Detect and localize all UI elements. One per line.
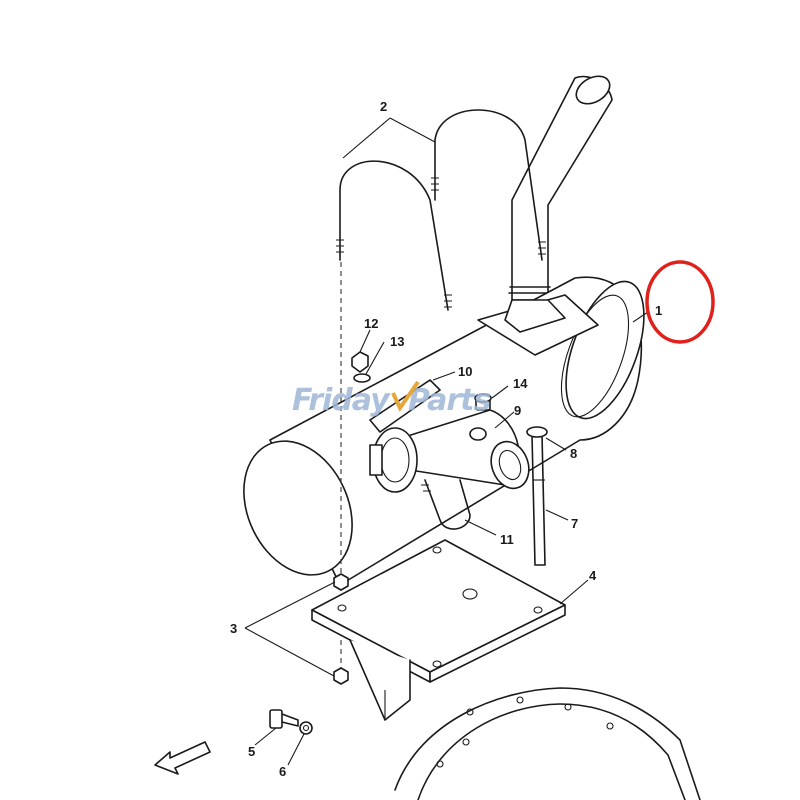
callout-5: 5	[248, 744, 255, 759]
callout-11: 11	[500, 532, 514, 547]
callout-8: 8	[570, 446, 577, 461]
flywheel-housing	[394, 687, 701, 800]
mounting-bracket	[311, 539, 566, 721]
watermark-text-b: Parts	[408, 383, 490, 418]
callout-9: 9	[514, 403, 521, 418]
watermark-text-a: Friday	[292, 383, 391, 418]
callout-7: 7	[571, 516, 578, 531]
bolt-5-and-washer-6	[269, 709, 313, 735]
direction-arrow	[154, 741, 211, 775]
bolt-14	[474, 393, 492, 411]
callout-3: 3	[230, 621, 237, 636]
watermark-check-icon	[391, 380, 420, 413]
nut-and-washer	[351, 351, 371, 383]
callout-6: 6	[279, 764, 286, 779]
callout-4: 4	[589, 568, 597, 583]
nuts-3	[333, 573, 349, 685]
highlight-circle	[645, 260, 715, 344]
hanger-rod	[526, 426, 548, 566]
callout-10: 10	[458, 364, 472, 379]
exhaust-stack	[508, 75, 613, 309]
leader-lines	[244, 117, 649, 766]
watermark: Friday Parts	[292, 380, 491, 418]
callout-13: 13	[390, 334, 404, 349]
callout-12: 12	[364, 316, 378, 331]
callout-14: 14	[513, 376, 528, 391]
callout-1: 1	[655, 303, 662, 318]
u-bolt-pair	[336, 109, 546, 680]
elbow-clamp-assembly	[369, 379, 530, 530]
callout-2: 2	[380, 99, 387, 114]
